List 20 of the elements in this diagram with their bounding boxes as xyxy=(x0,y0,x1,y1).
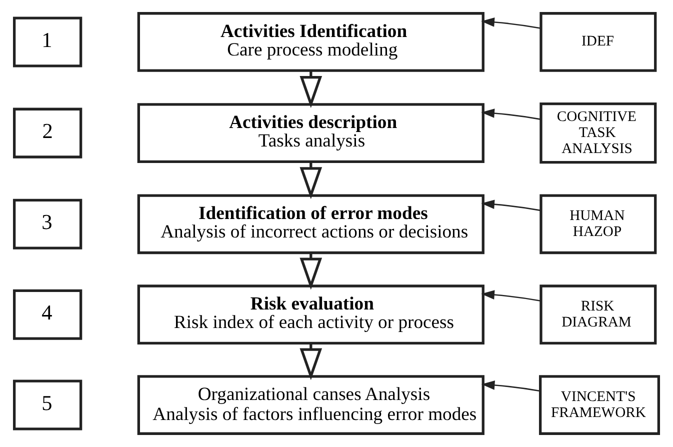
arrow xyxy=(481,18,541,29)
node-box: COGNITIVE TASK ANALYSIS xyxy=(540,102,657,164)
node-box: Organizational canses Analysis Analysis of factors influencing error modes xyxy=(137,375,484,435)
node-box: VINCENT'S FRAMEWORK xyxy=(538,375,660,435)
node-box: 3 xyxy=(13,198,82,250)
node-box: HUMAN HAZOP xyxy=(540,194,657,254)
node-box: Risk evaluation Risk index of each activity or process xyxy=(137,284,484,345)
node-box: Identification of error modes Analysis of incorrect actions or decisions xyxy=(137,194,484,254)
node-box: 2 xyxy=(13,108,82,158)
node-box: Activities Identification Care process modeling xyxy=(137,12,484,72)
node-box: Activities description Tasks analysis xyxy=(137,103,484,163)
arrow xyxy=(481,380,540,392)
node-box: IDEF xyxy=(540,12,657,72)
arrow xyxy=(481,108,541,120)
node-box: 1 xyxy=(13,16,82,68)
node-box: 4 xyxy=(13,289,82,340)
node-box: RISK DIAGRAM xyxy=(540,284,657,345)
arrow xyxy=(481,200,541,212)
arrow xyxy=(481,290,541,302)
node-box: 5 xyxy=(13,380,82,430)
